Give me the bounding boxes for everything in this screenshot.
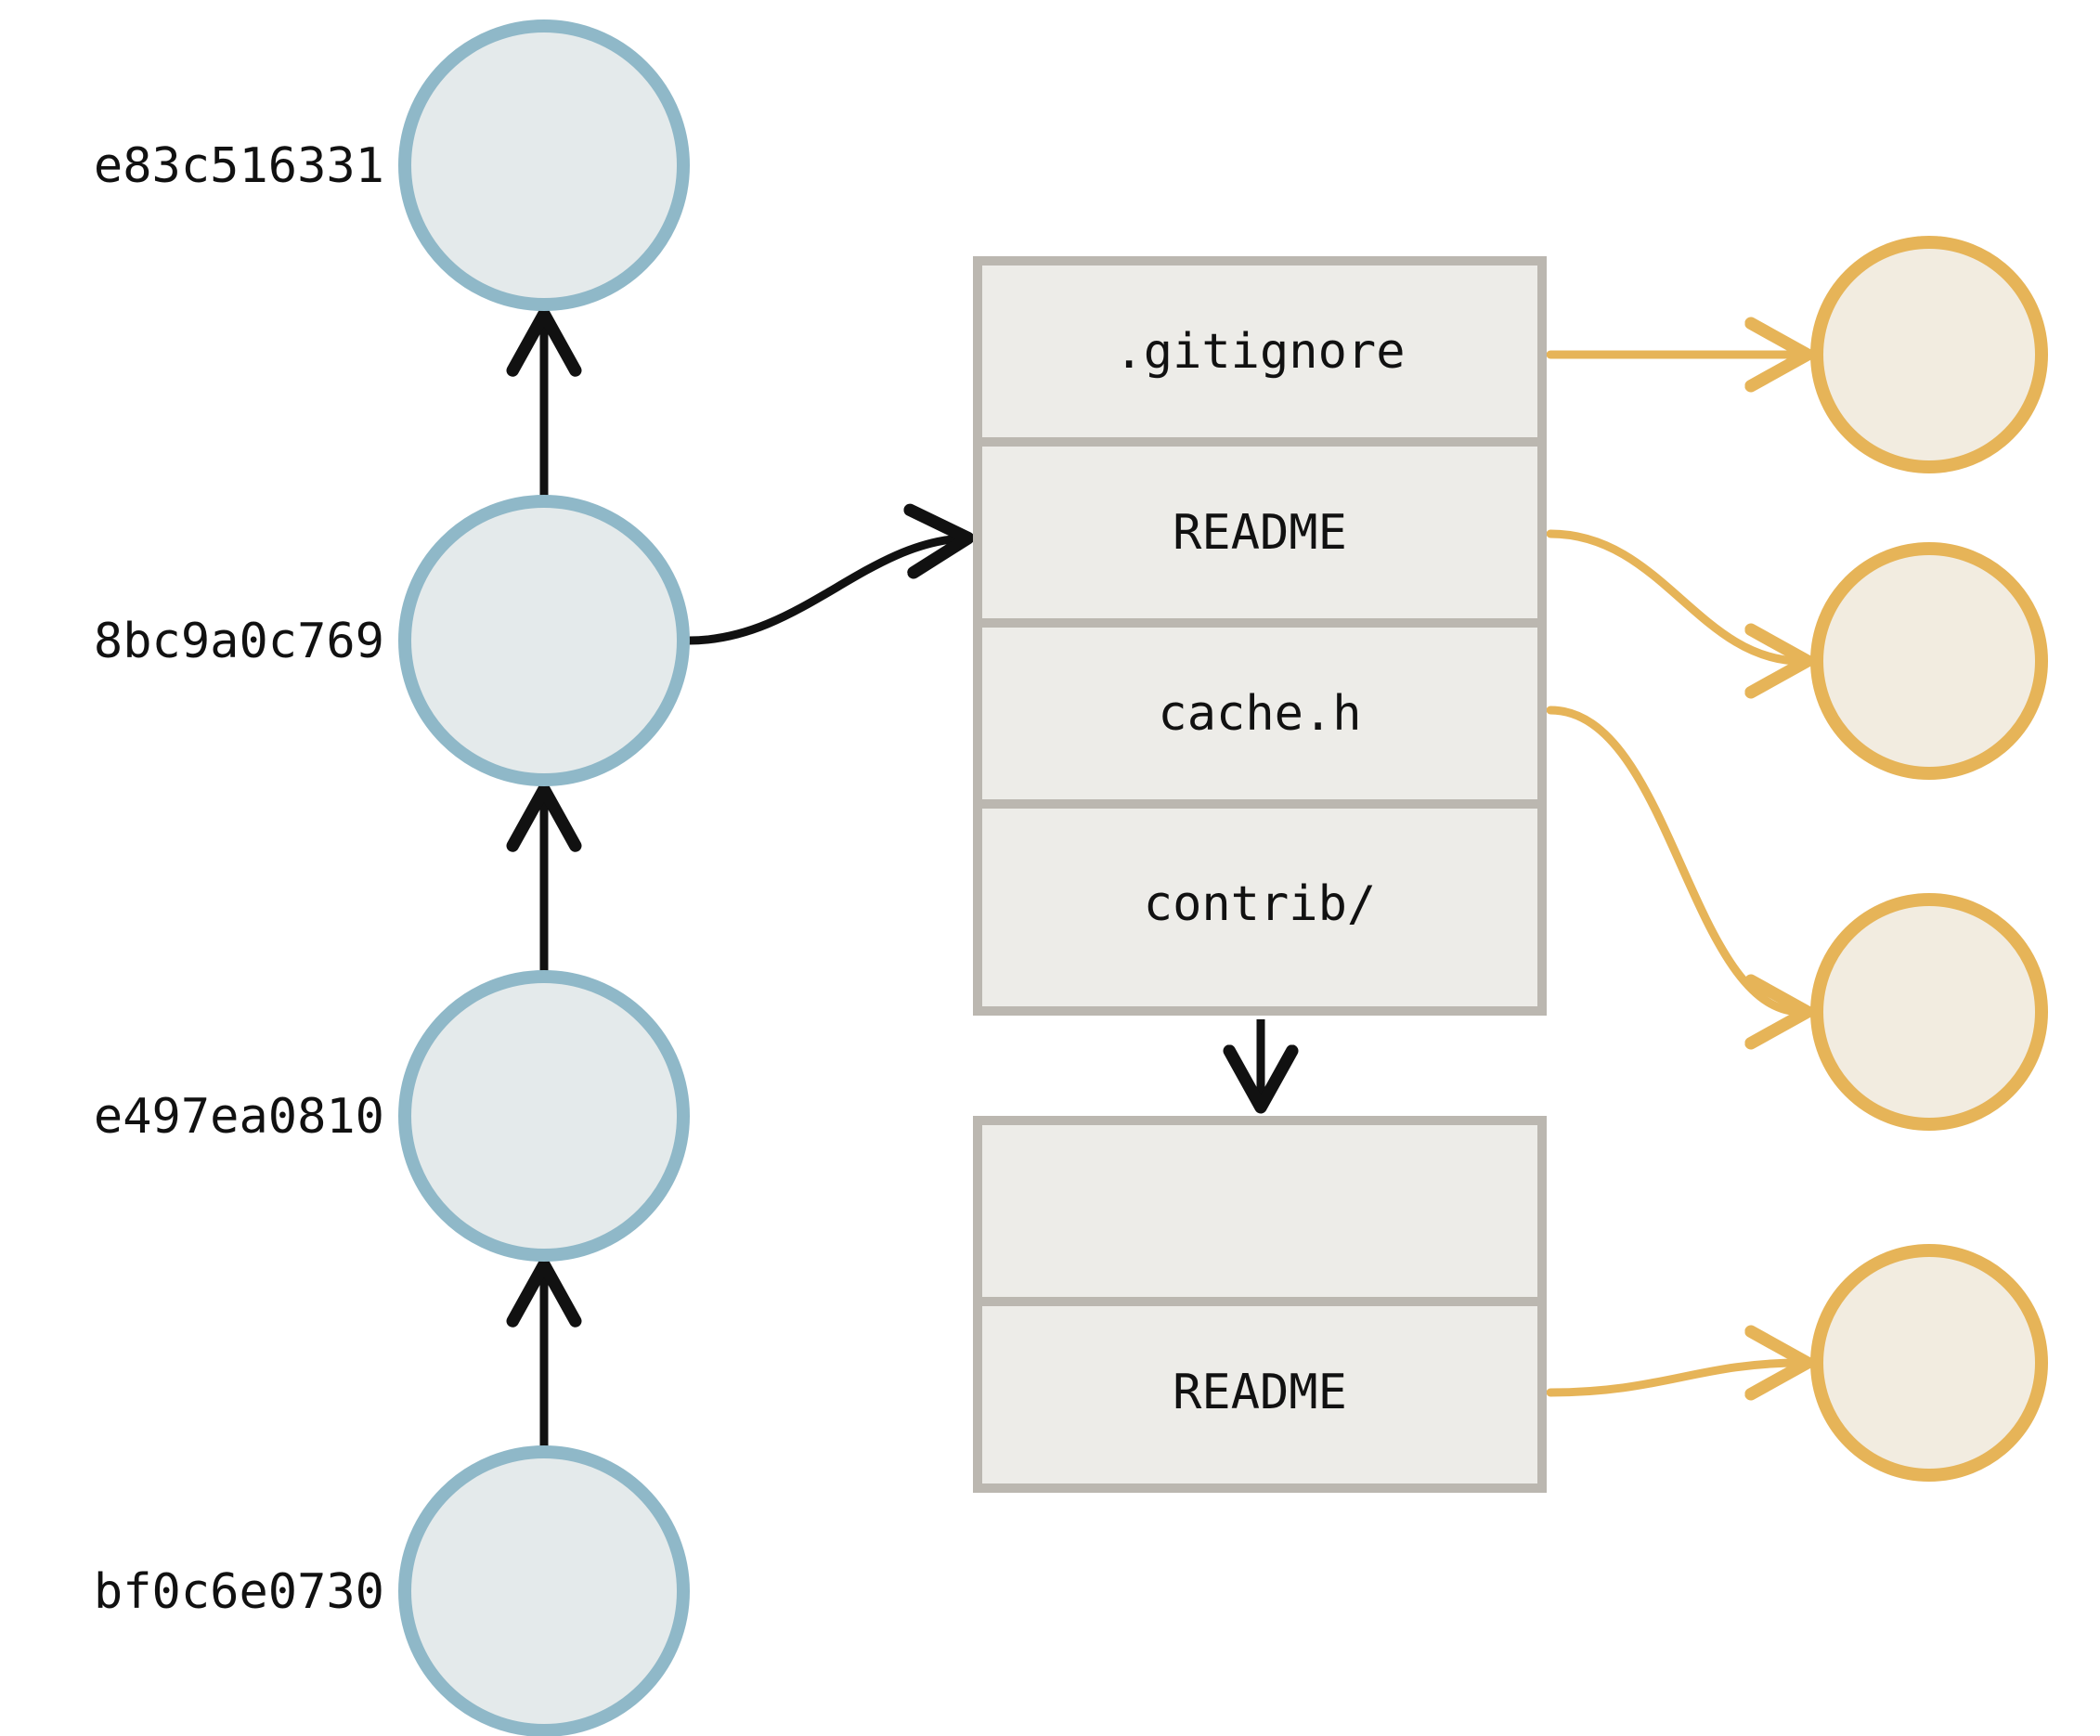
tree-contrib-entry-empty-cell[interactable]	[982, 1125, 1537, 1297]
blob-circle[interactable]	[1810, 542, 2048, 780]
tree-entry-cacheh-cell[interactable]	[982, 628, 1537, 799]
edge-commit-to-root-tree	[684, 503, 975, 645]
commit-label: 8bc9a0c769	[94, 614, 384, 669]
commit-circle[interactable]	[398, 19, 690, 311]
edge-cacheh-to-blob3	[1546, 706, 1814, 1050]
tree-entry-label-readme: README	[1173, 505, 1347, 561]
commit-node-8bc9a0c769[interactable]: 8bc9a0c769	[94, 495, 690, 786]
tree-contrib-entry-readme-cell[interactable]	[982, 1306, 1537, 1483]
commit-node-bf0c6e0730[interactable]: bf0c6e0730	[94, 1445, 690, 1736]
blob-circle[interactable]	[1810, 893, 2048, 1131]
blob-circle[interactable]	[1810, 1244, 2048, 1482]
tree-entry-label-cacheh: cache.h	[1158, 686, 1361, 742]
tree-entry-contrib-cell[interactable]	[982, 809, 1537, 1006]
commit-node-e497ea0810[interactable]: e497ea0810	[94, 970, 690, 1262]
commit-node-e83c516331[interactable]: e83c516331	[94, 19, 690, 311]
edge-readme-to-blob2	[1546, 529, 1814, 699]
tree-contrib[interactable]: README	[973, 1116, 1547, 1493]
blob-node-1[interactable]	[1810, 236, 2048, 473]
edge-subtree-readme-to-blob4	[1546, 1325, 1814, 1401]
commit-label: bf0c6e0730	[94, 1564, 384, 1620]
blob-edge-group	[1546, 317, 1814, 1401]
tree-entry-label-gitignore: .gitignore	[1114, 324, 1405, 380]
blob-node-4[interactable]	[1810, 1244, 2048, 1482]
blob-node-2[interactable]	[1810, 542, 2048, 780]
commit-circle[interactable]	[398, 495, 690, 786]
tree-entry-label-contrib: contrib/	[1144, 876, 1376, 932]
blob-node-3[interactable]	[1810, 893, 2048, 1131]
commit-label: e497ea0810	[94, 1089, 384, 1145]
commit-label: e83c516331	[94, 138, 384, 194]
tree-root[interactable]: .gitignore README cache.h contrib/	[973, 256, 1547, 1016]
tree-contrib-entry-label-readme: README	[1173, 1365, 1347, 1420]
commit-circle[interactable]	[398, 1445, 690, 1736]
tree-entry-gitignore-cell[interactable]	[982, 266, 1537, 437]
commit-circle[interactable]	[398, 970, 690, 1262]
blob-circle[interactable]	[1810, 236, 2048, 473]
tree-entry-readme-cell[interactable]	[982, 447, 1537, 618]
